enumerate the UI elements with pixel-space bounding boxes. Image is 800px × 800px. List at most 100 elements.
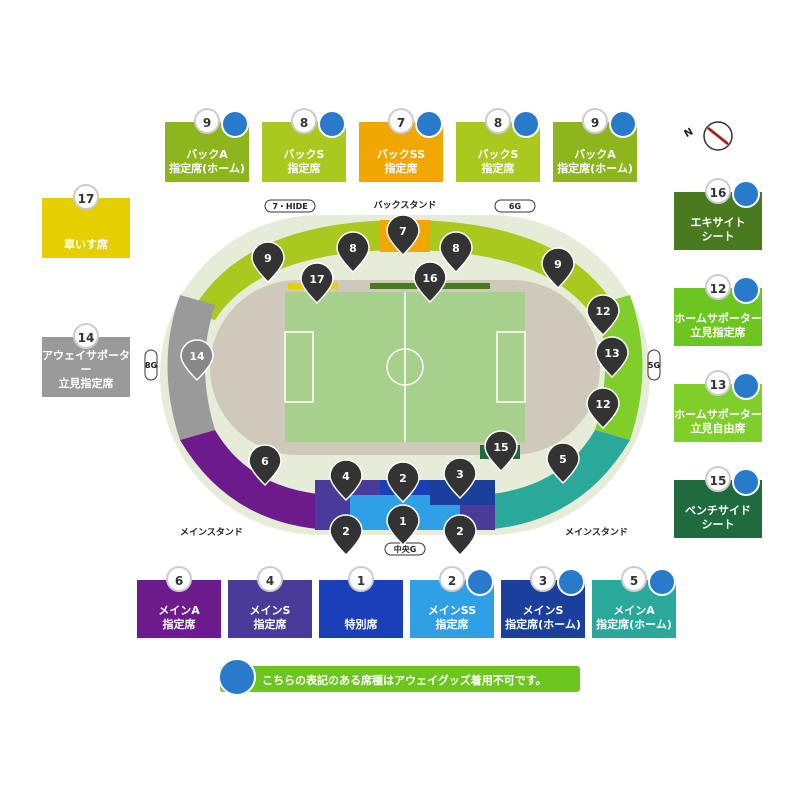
- seat-type-label: バックA: [574, 148, 616, 161]
- seat-number-badge: 1: [348, 566, 374, 592]
- seat-pin-label: 8: [452, 242, 460, 255]
- seat-type-label: メインS: [522, 604, 564, 617]
- seat-pin-label: 16: [422, 272, 438, 285]
- seat-type-label: アウェイサポーター: [42, 349, 130, 376]
- legend-bottom-item-2: 1 特別席: [319, 566, 403, 638]
- seat-pin-2: 2: [329, 514, 363, 557]
- gate-6-label: 6G: [509, 202, 521, 211]
- seat-type-label: メインA: [613, 604, 655, 617]
- seat-pin-label: 3: [456, 468, 464, 481]
- seat-pin-label: 13: [604, 347, 619, 360]
- notice-bar: こちらの表記のある席種はアウェイグッズ着用不可です。: [218, 658, 580, 696]
- seat-pin-label: 2: [399, 472, 407, 485]
- seat-type-label: ベンチサイド: [685, 504, 751, 517]
- seat-type-sublabel: 指定席(ホーム): [169, 162, 245, 175]
- seat-pin-4: 4: [329, 459, 363, 502]
- seat-pin-label: 9: [554, 258, 562, 271]
- seat-pin-8: 8: [439, 231, 473, 274]
- seat-type-sublabel: 指定席(ホーム): [596, 618, 672, 631]
- seat-pin-label: 1: [399, 515, 407, 528]
- seat-type-sublabel: シート: [701, 518, 735, 531]
- legend-right-item-0: 16 エキサイトシート: [674, 178, 762, 250]
- back-stand-label: バックスタンド: [374, 199, 437, 211]
- seat-pin-label: 12: [595, 305, 610, 318]
- seat-number-badge: 9: [194, 108, 220, 134]
- seat-type-label: メインA: [158, 604, 200, 617]
- seat-pin-12: 12: [586, 294, 620, 337]
- seat-type-sublabel: 指定席(ホーム): [557, 162, 633, 175]
- seat-type-label: エキサイト: [690, 216, 746, 229]
- gate-7-label: 7・HIDE: [272, 202, 307, 211]
- seat-number-badge: 8: [291, 108, 317, 134]
- seat-pin-label: 2: [456, 525, 464, 538]
- bellmare-badge-icon: [512, 110, 540, 138]
- seat-type-sublabel: 指定席: [253, 618, 287, 631]
- seat-pin-6: 6: [248, 444, 282, 487]
- seat-pin-1: 1: [386, 504, 420, 547]
- seat-number-badge: 15: [705, 466, 731, 492]
- seat-number-badge: 7: [388, 108, 414, 134]
- seat-type-label: メインS: [249, 604, 291, 617]
- seat-pin-label: 17: [309, 273, 324, 286]
- seat-number-badge: 12: [705, 274, 731, 300]
- seat-pin-16: 16: [413, 261, 447, 304]
- seat-pin-3: 3: [443, 457, 477, 500]
- main-a-right: [480, 430, 630, 530]
- seat-pin-9: 9: [541, 247, 575, 290]
- seat-pin-label: 4: [342, 470, 350, 483]
- bellmare-badge-icon: [218, 658, 256, 696]
- seat-pin-label: 5: [559, 453, 567, 466]
- bellmare-badge-icon: [415, 110, 443, 138]
- seat-type-sublabel: 指定席: [481, 162, 515, 175]
- gate-8-label: 8G: [145, 361, 157, 370]
- seat-pin-8: 8: [336, 231, 370, 274]
- seat-pin-14: 14: [180, 339, 214, 382]
- compass-icon: N: [683, 121, 733, 151]
- bellmare-badge-icon: [318, 110, 346, 138]
- seat-pin-13: 13: [595, 336, 629, 379]
- seat-pin-2: 2: [443, 514, 477, 557]
- seat-pin-label: 9: [264, 252, 272, 265]
- seat-number-badge: 2: [439, 566, 465, 592]
- bellmare-badge-icon: [609, 110, 637, 138]
- bellmare-badge-icon: [732, 180, 760, 208]
- seat-type-label: バックS: [477, 148, 519, 161]
- seat-pin-15: 15: [484, 430, 518, 473]
- seat-pin-12: 12: [586, 387, 620, 430]
- seat-number-badge: 17: [73, 184, 99, 210]
- seat-type-label: ホームサポーター: [674, 312, 762, 325]
- gate-center-label: 中央G: [394, 544, 417, 554]
- main-stand-right-label: メインスタンド: [565, 526, 628, 538]
- bellmare-badge-icon: [466, 568, 494, 596]
- seat-type-sublabel: 指定席(ホーム): [505, 618, 581, 631]
- seat-number-badge: 16: [705, 178, 731, 204]
- seat-type-sublabel: 指定席: [435, 618, 469, 631]
- seat-type-sublabel: シート: [701, 230, 735, 243]
- bellmare-badge-icon: [732, 468, 760, 496]
- seat-type-label: 特別席: [344, 618, 378, 631]
- seat-pin-17: 17: [300, 262, 334, 305]
- seat-pin-2: 2: [386, 461, 420, 504]
- seat-number-badge: 14: [73, 323, 99, 349]
- seat-type-label: バックSS: [376, 148, 426, 161]
- seat-pin-label: 6: [261, 455, 269, 468]
- seat-pin-9: 9: [251, 241, 285, 284]
- seat-type-sublabel: 指定席: [287, 162, 321, 175]
- seat-type-sublabel: 立見指定席: [58, 377, 114, 390]
- bellmare-badge-icon: [732, 372, 760, 400]
- seat-number-badge: 9: [582, 108, 608, 134]
- bellmare-badge-icon: [221, 110, 249, 138]
- seat-pin-label: 2: [342, 525, 350, 538]
- main-a-left: [180, 430, 330, 530]
- seat-type-sublabel: 立見自由席: [690, 422, 746, 435]
